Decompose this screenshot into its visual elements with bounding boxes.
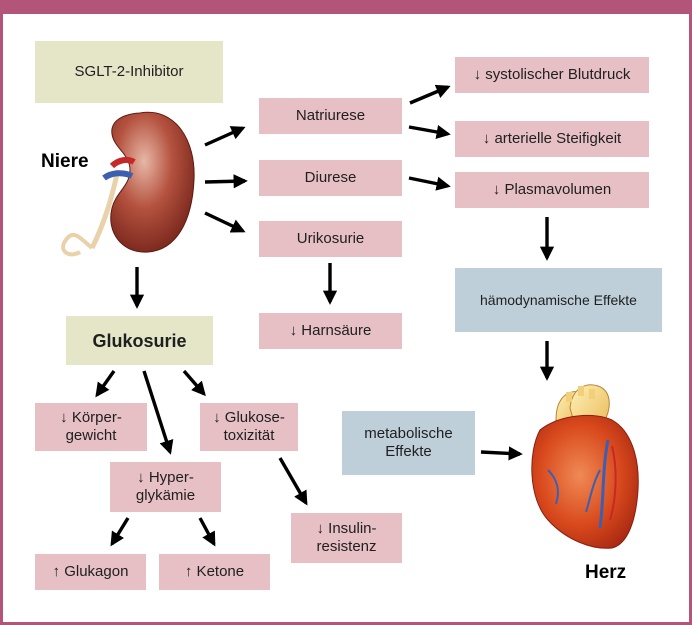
glukosetoxizitaet-box: ↓ Glukose-toxizität (200, 403, 298, 451)
insulinresistenz-box: ↓ Insulin-resistenz (291, 513, 402, 563)
haemodynamische-effekte-box: hämodynamische Effekte (455, 268, 662, 332)
arrows (95, 84, 555, 547)
arrow-diurese-plasma (408, 176, 451, 191)
arrow-glukosurie-hyperglykaemie (142, 370, 174, 455)
renal-artery (109, 156, 136, 169)
diurese-box: Diurese (259, 160, 402, 196)
metabolische-effekte-box: metabolische Effekte (342, 411, 475, 475)
glukagon-box: ↑ Glukagon (35, 554, 146, 590)
arrow-glukosurie-glukosetox (182, 369, 206, 397)
koerpergewicht-box: ↓ Körper-gewicht (35, 403, 147, 451)
kidney-shape (110, 111, 195, 253)
vessel-stub-2 (578, 386, 584, 396)
arrow-natriurese-blutdruck (409, 84, 451, 105)
ureter (61, 232, 94, 257)
vessel-stub-3 (589, 389, 595, 399)
coronary-vein (598, 439, 610, 529)
arrow-hyperglykaemie-glukagon (110, 517, 130, 547)
arrow-kidney-diurese (204, 174, 248, 189)
arrow-natriurese-steifigkeit (408, 124, 451, 140)
coronary-left (547, 469, 559, 505)
hyperglykaemie-box: ↓ Hyper-glykämie (110, 462, 221, 512)
steifigkeit-box: ↓ arterielle Steifigkeit (455, 121, 649, 157)
arrow-metabolisch-herz (480, 446, 523, 461)
arrow-hyperglykaemie-ketone (198, 517, 216, 547)
natriurese-box: Natriurese (259, 98, 402, 134)
sglt2-inhibitor-box: SGLT-2-Inhibitor (35, 41, 223, 103)
herz-label: Herz (585, 562, 627, 583)
blutdruck-box: ↓ systolischer Blutdruck (455, 57, 649, 93)
glukosurie-box: Glukosurie (66, 316, 213, 365)
harnsaeure-box: ↓ Harnsäure (259, 313, 402, 349)
coronary-branch (585, 469, 601, 513)
kidney-illustration (61, 111, 195, 257)
ureter-upper (89, 169, 121, 250)
arrow-glukosurie-koerpergewicht (95, 370, 116, 398)
plasmavolumen-box: ↓ Plasmavolumen (455, 172, 649, 208)
coronary-artery (609, 445, 617, 521)
heart-illustration (531, 384, 639, 549)
arrow-kidney-natriurese (204, 126, 246, 147)
heart-shape (531, 414, 639, 549)
vessel-stub-1 (566, 392, 572, 402)
urikosurie-box: Urikosurie (259, 221, 402, 257)
ketone-box: ↑ Ketone (159, 554, 270, 590)
niere-label: Niere (41, 151, 89, 172)
renal-vein (102, 170, 134, 181)
arrow-kidney-urikosurie (204, 211, 246, 233)
arrow-glukosetox-insulin (278, 457, 308, 506)
